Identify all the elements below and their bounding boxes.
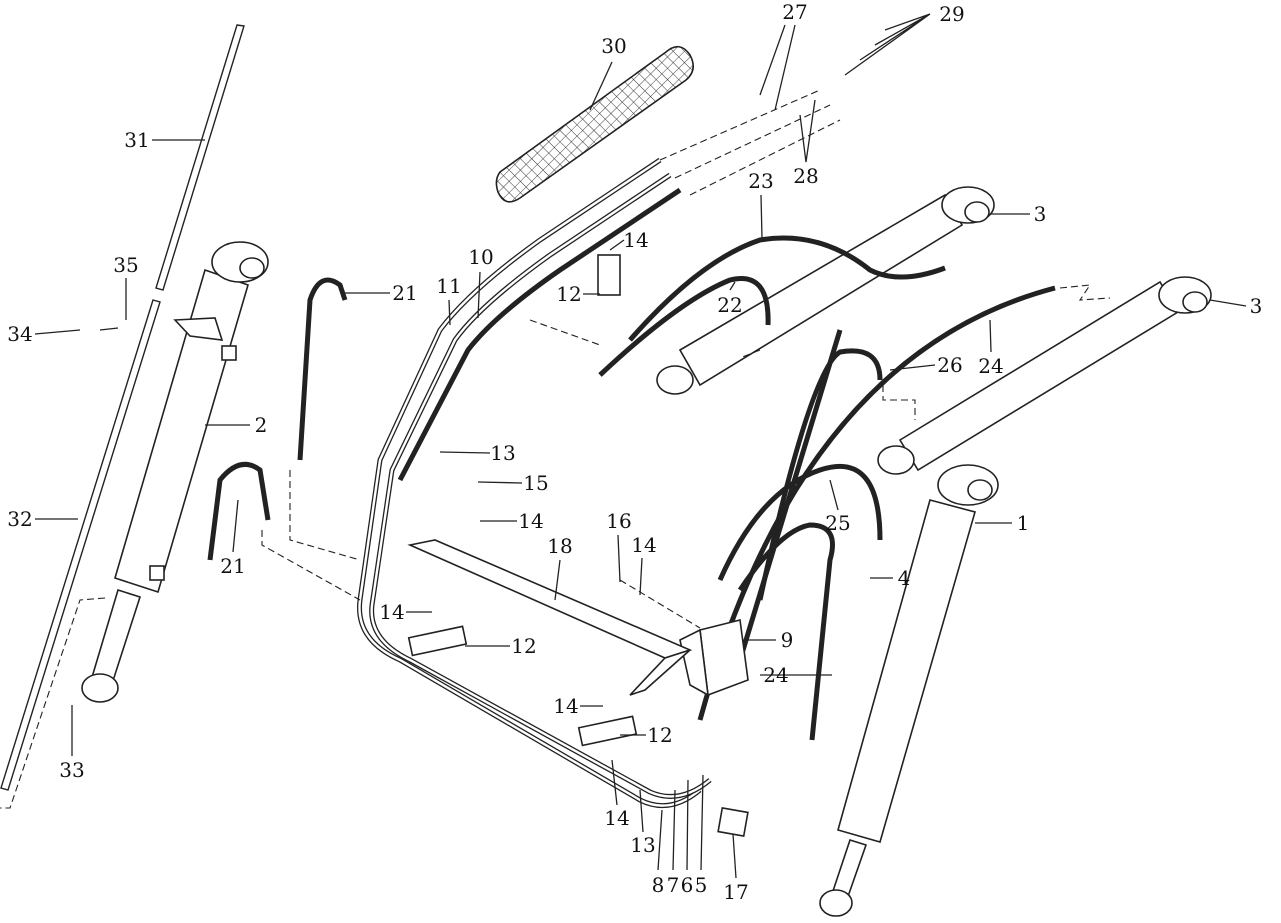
rod-31	[155, 24, 245, 291]
callout-32: 32	[7, 507, 33, 531]
callout-16: 16	[606, 509, 632, 533]
callout-15: 15	[523, 471, 549, 495]
plate-17	[717, 806, 749, 838]
callout-26: 26	[937, 353, 963, 377]
callout-24: 24	[978, 354, 1004, 378]
callout-4: 4	[897, 566, 911, 590]
cylinder-3-upper	[656, 186, 995, 395]
leader-lines	[34, 13, 1247, 879]
assembly-lines	[0, 89, 1111, 809]
bracket-18	[407, 539, 693, 696]
valve-block-9	[679, 619, 749, 697]
callout-14: 14	[631, 533, 657, 557]
rod-32	[0, 299, 161, 791]
callout-11: 11	[436, 274, 462, 298]
callout-12: 12	[556, 282, 582, 306]
callout-27: 27	[782, 0, 808, 24]
callout-35: 35	[113, 253, 139, 277]
callout-21: 21	[392, 281, 418, 305]
callout-34: 34	[7, 322, 33, 346]
callout-25: 25	[825, 511, 851, 535]
callout-10: 10	[468, 245, 494, 269]
callout-31: 31	[124, 128, 150, 152]
callout-12: 12	[511, 634, 537, 658]
callout-3-lower: 3	[1249, 294, 1263, 318]
callout-14: 14	[623, 228, 649, 252]
callout-8: 8	[651, 873, 665, 897]
callout-21: 21	[220, 554, 246, 578]
cylinder-1	[819, 464, 999, 917]
callout-13: 13	[630, 833, 656, 857]
callout-1: 1	[1016, 511, 1030, 535]
callout-14: 14	[518, 509, 544, 533]
callout-5: 5	[694, 873, 708, 897]
callout-7: 7	[666, 873, 680, 897]
callout-13: 13	[490, 441, 516, 465]
callout-17: 17	[723, 880, 749, 904]
callout-14: 14	[553, 694, 579, 718]
callout-33: 33	[59, 758, 85, 782]
callout-12: 12	[647, 723, 673, 747]
cylinder-2	[81, 241, 269, 703]
protective-sleeve-30	[495, 45, 694, 203]
callout-18: 18	[547, 534, 573, 558]
callout-29: 29	[939, 2, 965, 26]
callout-9: 9	[780, 628, 794, 652]
callout-22: 22	[717, 293, 743, 317]
callout-14: 14	[379, 600, 405, 624]
callout-6: 6	[680, 873, 694, 897]
callout-30: 30	[601, 34, 627, 58]
callout-2: 2	[254, 413, 268, 437]
clamp-12	[407, 254, 638, 747]
callout-24: 24	[763, 663, 789, 687]
callout-28: 28	[793, 164, 819, 188]
callout-3-upper: 3	[1033, 202, 1047, 226]
cylinder-3-lower	[877, 276, 1212, 475]
callout-23: 23	[748, 169, 774, 193]
hoses	[207, 157, 1056, 809]
callout-14: 14	[604, 806, 630, 830]
